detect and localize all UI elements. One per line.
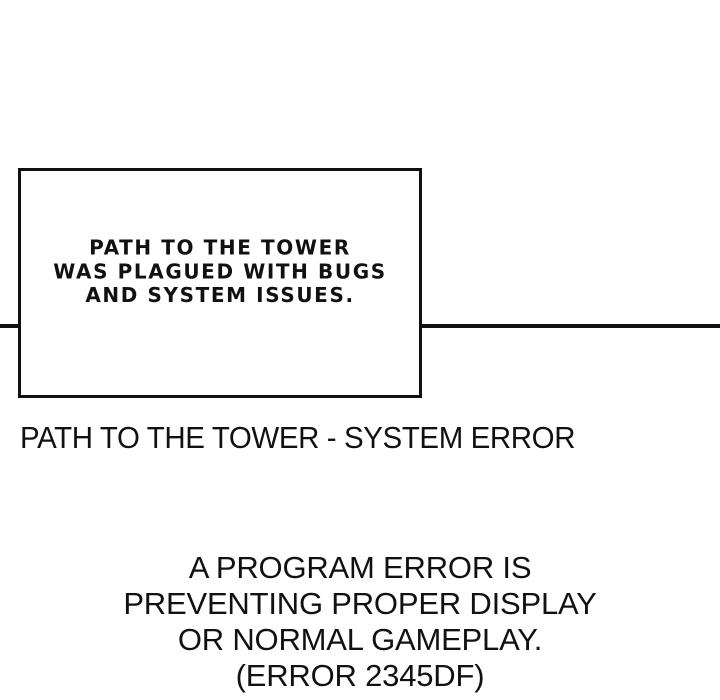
page-title: PATH TO THE TOWER - SYSTEM ERROR [20, 420, 576, 455]
error-message-text: A PROGRAM ERROR IS PREVENTING PROPER DIS… [123, 550, 597, 693]
divider-line-left [0, 324, 20, 328]
divider-line-right [420, 324, 720, 328]
panel-dialogue-text: PATH TO THE TOWER WAS PLAGUED WITH BUGS … [53, 234, 387, 308]
comic-panel: PATH TO THE TOWER WAS PLAGUED WITH BUGS … [18, 168, 422, 398]
